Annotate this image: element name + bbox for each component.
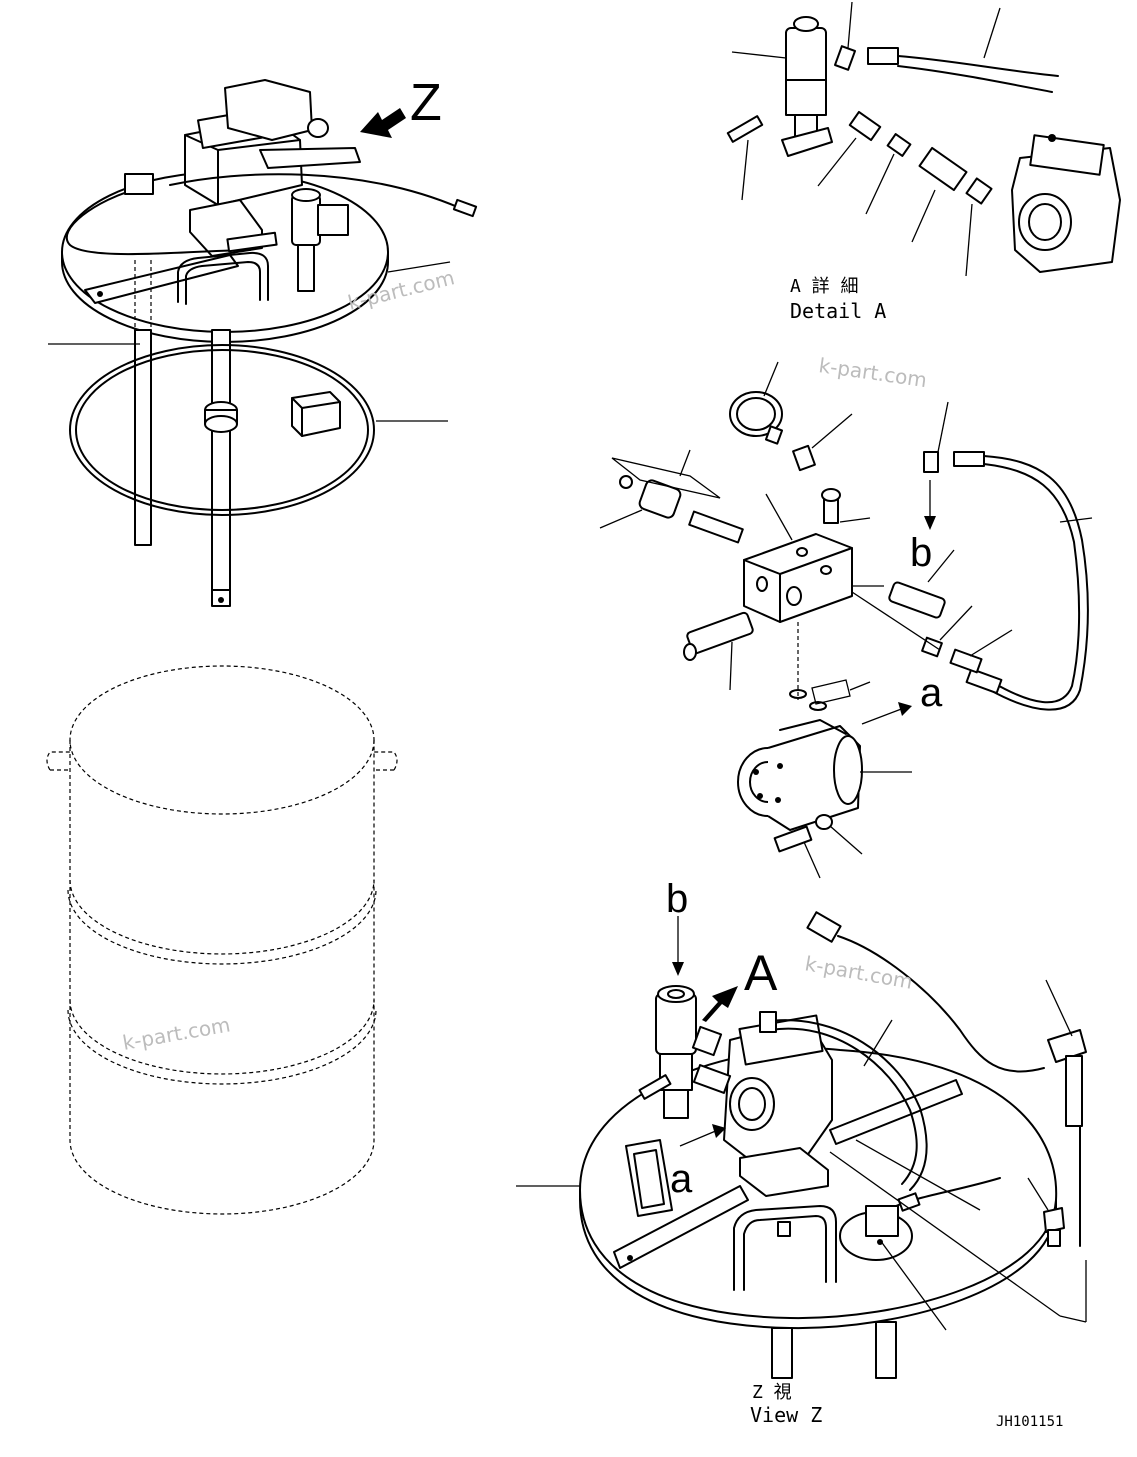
view-z-title-en: View Z [750, 1403, 822, 1427]
callout-a-detail: A [744, 945, 778, 1001]
pump-lid-assembly [48, 79, 478, 607]
view-z-assembly [516, 911, 1087, 1379]
callout-b-middle: b [910, 531, 932, 575]
view-z-title-jp: Z 視 [752, 1382, 792, 1403]
watermark: k-part.com [803, 951, 914, 994]
callout-a-middle: a [920, 671, 943, 715]
watermark: k-part.com [817, 353, 928, 392]
detail-a-title-en: Detail A [790, 299, 886, 323]
detail-a-assembly [726, 1, 1121, 277]
view-z-letter: Z [410, 74, 442, 132]
detail-a-title-jp: A 詳 細 [790, 276, 859, 297]
valve-manifold-exploded [599, 361, 1093, 879]
watermark: k-part.com [121, 1012, 232, 1055]
callout-a-bottom: a [670, 1157, 693, 1201]
drawing-number: JH101151 [996, 1414, 1063, 1430]
drum-outline [46, 665, 398, 1215]
callout-b-bottom: b [666, 877, 688, 921]
